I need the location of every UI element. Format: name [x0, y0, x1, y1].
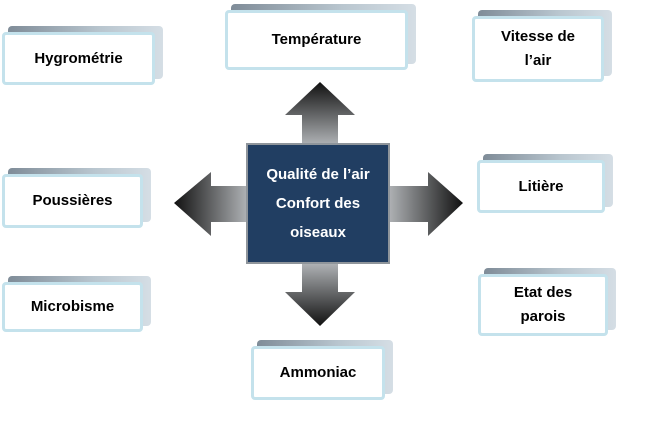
arrow-down — [285, 262, 355, 326]
arrow-right — [387, 172, 463, 236]
center-box: Qualité de l’air Confort des oiseaux — [246, 143, 390, 264]
ammoniac-label: Ammoniac — [279, 364, 357, 381]
microbisme-label: Microbisme — [30, 298, 115, 315]
center-title: Qualité de l’air — [266, 166, 370, 183]
factor-etat-parois: Etat des parois — [478, 268, 616, 336]
factor-ammoniac: Ammoniac — [251, 340, 393, 400]
center-subtitle-line2: oiseaux — [290, 224, 346, 241]
factor-hygrometrie: Hygrométrie — [2, 26, 163, 85]
factor-temperature: Température — [225, 4, 416, 70]
factor-microbisme: Microbisme — [2, 276, 151, 332]
factor-poussieres: Poussières — [2, 168, 151, 228]
arrow-up — [285, 82, 355, 146]
etat-parois-label: Etat des parois — [513, 284, 573, 325]
factor-litiere: Litière — [477, 154, 613, 213]
poussieres-label: Poussières — [32, 192, 113, 209]
hygrometrie-label: Hygrométrie — [34, 49, 123, 67]
arrow-left — [174, 172, 249, 236]
temperature-label: Température — [271, 31, 362, 48]
center-subtitle-line1: Confort des — [275, 195, 361, 212]
vitesse-air-label: Vitesse de l’air — [501, 28, 575, 69]
litiere-label: Litière — [518, 177, 564, 195]
factor-vitesse-air: Vitesse de l’air — [472, 10, 612, 82]
